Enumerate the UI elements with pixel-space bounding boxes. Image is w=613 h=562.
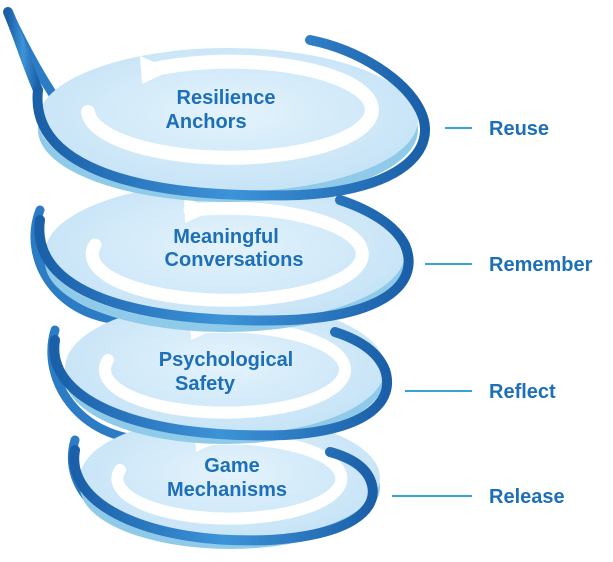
layer-title-line1: Resilience xyxy=(177,87,276,109)
connector-lines xyxy=(392,127,472,497)
stage-label: Remember xyxy=(489,254,593,276)
cycle-arrow-icon xyxy=(111,432,348,525)
layer-title-line2: Conversations xyxy=(165,249,304,271)
layer-meaningful-conversations: Meaningful Conversations xyxy=(45,183,405,332)
stage-label: Reuse xyxy=(489,118,549,140)
stage-label: Reflect xyxy=(489,381,556,403)
layer-title-line2: Mechanisms xyxy=(167,479,287,501)
stage-label: Release xyxy=(489,486,565,508)
layer-title-line2: Safety xyxy=(175,373,236,395)
cycle-arrow-icon xyxy=(85,201,369,307)
layer-game-mechanisms: Game Mechanisms xyxy=(80,416,380,549)
cycle-arrow-icon xyxy=(81,54,379,165)
layer-title-line1: Game xyxy=(204,455,260,477)
layer-title-line1: Meaningful xyxy=(173,226,279,248)
layer-psychological-safety: Psychological Safety xyxy=(65,301,385,444)
layer-title-line2: Anchors xyxy=(165,111,246,133)
layer-resilience-anchors: Resilience Anchors xyxy=(38,48,418,202)
cycle-arrow-icon xyxy=(98,320,351,419)
layer-title-line1: Psychological xyxy=(159,349,294,371)
spiral-ribbon-front xyxy=(3,7,430,546)
